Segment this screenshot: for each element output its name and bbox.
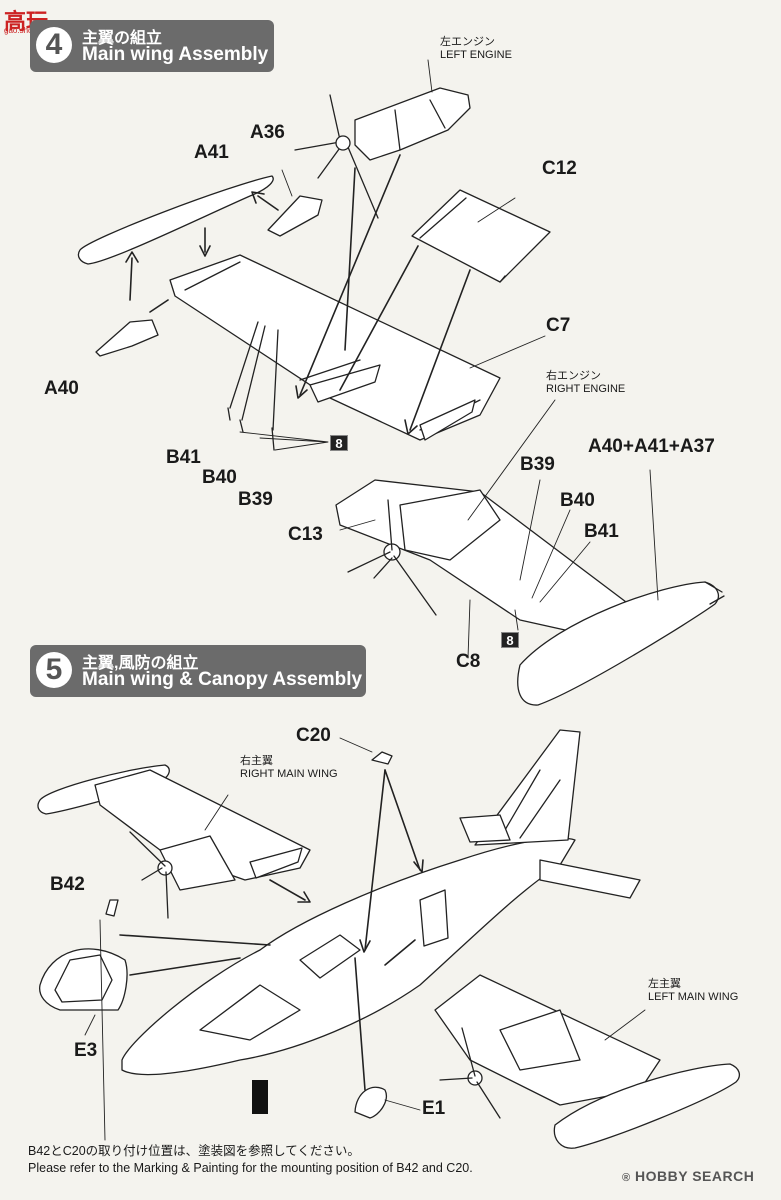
step5-number: 5 xyxy=(36,652,72,688)
a40-part xyxy=(95,319,159,357)
left-engine-drawing xyxy=(294,87,471,219)
hobby-search-mark: ® xyxy=(622,1172,631,1184)
left-main-wing-en: LEFT MAIN WING xyxy=(648,991,739,1003)
part-e1: E1 xyxy=(422,1098,446,1119)
right-engine-jp: 右エンジン xyxy=(546,370,601,382)
left-engine-label: 左エンジン LEFT ENGINE xyxy=(440,36,512,62)
part-b42: B42 xyxy=(50,874,85,895)
part-c12: C12 xyxy=(542,158,577,179)
step4-number: 4 xyxy=(36,27,72,63)
step4-title-en: Main wing Assembly xyxy=(82,44,269,65)
part-b39-right: B39 xyxy=(520,454,555,475)
hobby-search-watermark: ® HOBBY SEARCH xyxy=(622,1168,754,1184)
right-main-wing-drawing xyxy=(37,764,311,919)
part-e3: E3 xyxy=(74,1040,98,1061)
step5-arrows xyxy=(119,769,424,1091)
mounting-note-jp: B42とC20の取り付け位置は、塗装図を参照してください。 xyxy=(28,1144,360,1158)
part-a41: A41 xyxy=(194,142,229,163)
step5-leader-lines xyxy=(84,737,646,1141)
step4-title-jp: 主翼の組立 xyxy=(82,30,163,47)
decal-mark xyxy=(252,1080,268,1114)
mounting-note: B42とC20の取り付け位置は、塗装図を参照してください。 Please ref… xyxy=(28,1143,473,1177)
left-main-wing-jp: 左主翼 xyxy=(648,978,681,990)
step4-right-leader-lines xyxy=(339,399,659,659)
part-c7: C7 xyxy=(546,315,571,336)
step4-leader-lines xyxy=(239,59,546,451)
left-main-wing-label: 左主翼 LEFT MAIN WING xyxy=(648,978,738,1004)
right-engine-label: 右エンジン RIGHT ENGINE xyxy=(546,370,625,396)
left-engine-jp: 左エンジン xyxy=(440,36,495,48)
right-main-wing-en: RIGHT MAIN WING xyxy=(240,768,338,780)
part-b40: B40 xyxy=(202,467,237,488)
a41-drop-tank xyxy=(77,175,274,265)
hobby-search-brand: HOBBY SEARCH xyxy=(635,1168,755,1184)
part-b41: B41 xyxy=(166,447,201,468)
step4-arrows xyxy=(125,154,471,435)
mounting-note-en: Please refer to the Marking & Painting f… xyxy=(28,1161,473,1175)
left-main-wing-drawing xyxy=(434,974,741,1149)
part-c20: C20 xyxy=(296,725,331,746)
small-parts-step5 xyxy=(105,751,393,1119)
part-a40: A40 xyxy=(44,378,79,399)
right-main-wing-jp: 右主翼 xyxy=(240,755,273,767)
watermark-site: gao.shop.com xyxy=(4,26,54,35)
part-a36: A36 xyxy=(250,122,285,143)
step-ref-badge-8-right: 8 xyxy=(501,632,519,648)
step5-header: 5 主翼,風防の組立 Main wing & Canopy Assembly xyxy=(30,645,366,697)
left-engine-en: LEFT ENGINE xyxy=(440,49,512,61)
right-wing-drawing xyxy=(335,479,725,706)
part-b41-right: B41 xyxy=(584,521,619,542)
fuselage-drawing xyxy=(121,729,641,1076)
step-ref-badge-8: 8 xyxy=(330,435,348,451)
part-combo-a40-a41-a37: A40+A41+A37 xyxy=(588,436,715,457)
canopy-e3-drawing xyxy=(39,948,128,1011)
a36-part xyxy=(267,195,323,237)
right-main-wing-label: 右主翼 RIGHT MAIN WING xyxy=(240,755,338,781)
part-c13: C13 xyxy=(288,524,323,545)
c12-flap xyxy=(411,189,551,283)
step5-title-en: Main wing & Canopy Assembly xyxy=(82,669,363,690)
left-wing-drawing xyxy=(169,254,501,441)
step5-title-jp: 主翼,風防の組立 xyxy=(82,655,199,672)
part-c8: C8 xyxy=(456,651,481,672)
right-engine-en: RIGHT ENGINE xyxy=(546,383,626,395)
part-b40-right: B40 xyxy=(560,490,595,511)
part-b39: B39 xyxy=(238,489,273,510)
step4-header: 4 主翼の組立 Main wing Assembly xyxy=(30,20,274,72)
